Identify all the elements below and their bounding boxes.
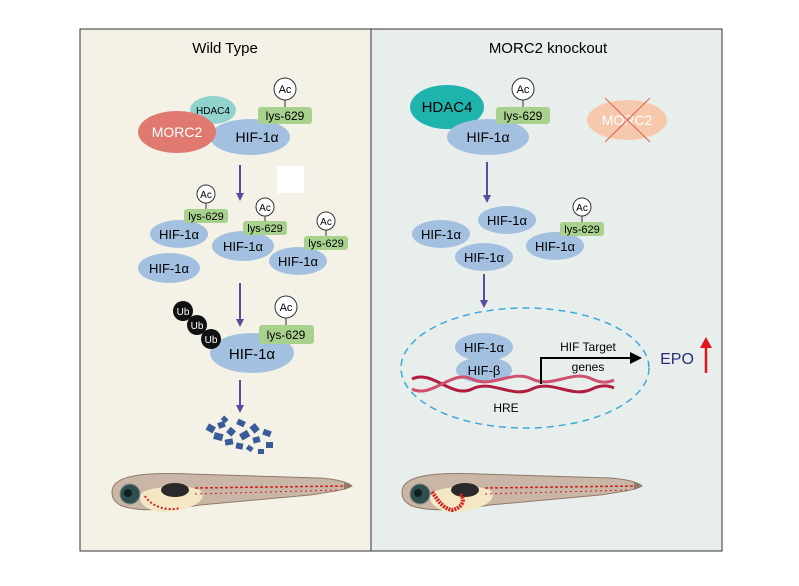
morc2-crossed: MORC2: [587, 97, 667, 143]
dna-helix: [411, 374, 615, 394]
degraded-fragments: [205, 415, 273, 454]
hre-label: HRE: [493, 401, 518, 415]
wt-hif-group: HIF-1α lys-629 Ac HIF-1α lys-629 Ac HIF-…: [138, 184, 348, 283]
hif1a-label: HIF-1α: [278, 254, 319, 269]
hif1a-label: HIF-1α: [466, 129, 509, 145]
transcription-complex: HIF-1α HIF-β: [455, 333, 513, 383]
lys629-label: lys-629: [267, 328, 306, 342]
hif1a-label: HIF-1α: [159, 227, 200, 242]
ac-label: Ac: [280, 302, 293, 314]
ko-hif-group: HIF-1α HIF-1α HIF-1α HIF-1α lys-629 Ac: [412, 197, 604, 271]
ub-label: Ub: [177, 307, 190, 318]
transcription-arrow: [540, 352, 642, 384]
morc2-blob: [138, 111, 216, 153]
wt-top-complex: HDAC4 HIF-1α MORC2 lys-629 Ac: [138, 77, 312, 155]
hdac4-label: HDAC4: [422, 99, 473, 116]
ko-top-complex: HDAC4 HIF-1α lys-629 Ac: [410, 77, 550, 155]
lys629-label: lys-629: [266, 109, 305, 123]
ac-label: Ac: [576, 203, 588, 214]
hif1a-label: HIF-1α: [487, 213, 528, 228]
hif1a-label: HIF-1α: [464, 250, 505, 265]
hif1a-label: HIF-1α: [229, 346, 276, 363]
zebrafish-knockout: [401, 473, 643, 513]
hdac4-label: HDAC4: [196, 106, 230, 117]
ub-label: Ub: [205, 335, 218, 346]
lys629-label: lys-629: [504, 109, 543, 123]
ac-label: Ac: [200, 190, 212, 201]
ac-circle: [273, 77, 297, 101]
zebrafish-wild-type: [111, 473, 353, 512]
lys629-label: lys-629: [188, 211, 223, 223]
lys629-tag: [258, 107, 312, 124]
lys629-label: lys-629: [247, 223, 282, 235]
knockout-title: MORC2 knockout: [489, 40, 608, 57]
nucleus-outline: [400, 307, 650, 429]
hif-target-line1: HIF Target: [560, 340, 616, 354]
hif1a-label: HIF-1α: [235, 129, 278, 145]
epo-label: EPO: [660, 351, 694, 368]
lys629-label: lys-629: [308, 238, 343, 250]
ac-label: Ac: [320, 217, 332, 228]
hif1a-label: HIF-1α: [421, 227, 462, 242]
wt-ub-complex: HIF-1α lys-629 Ac Ub Ub Ub: [173, 295, 314, 373]
hif1a-label: HIF-1α: [464, 340, 505, 355]
blank-square: [277, 166, 304, 193]
hif-target-line2: genes: [572, 360, 605, 374]
wild-type-title: Wild Type: [192, 40, 258, 57]
hif1a-blob: [210, 119, 290, 155]
up-arrow-icon: [700, 337, 712, 373]
hif1a-label: HIF-1α: [535, 239, 576, 254]
ac-label: Ac: [259, 203, 271, 214]
lys629-label: lys-629: [564, 224, 599, 236]
hifb-label: HIF-β: [468, 363, 501, 378]
hif1a-label: HIF-1α: [149, 261, 190, 276]
ub-label: Ub: [191, 321, 204, 332]
ac-label: Ac: [517, 84, 530, 96]
ac-label: Ac: [279, 84, 292, 96]
morc2-label: MORC2: [152, 124, 203, 140]
hif1a-label: HIF-1α: [223, 239, 264, 254]
hdac4-big: [410, 85, 484, 129]
